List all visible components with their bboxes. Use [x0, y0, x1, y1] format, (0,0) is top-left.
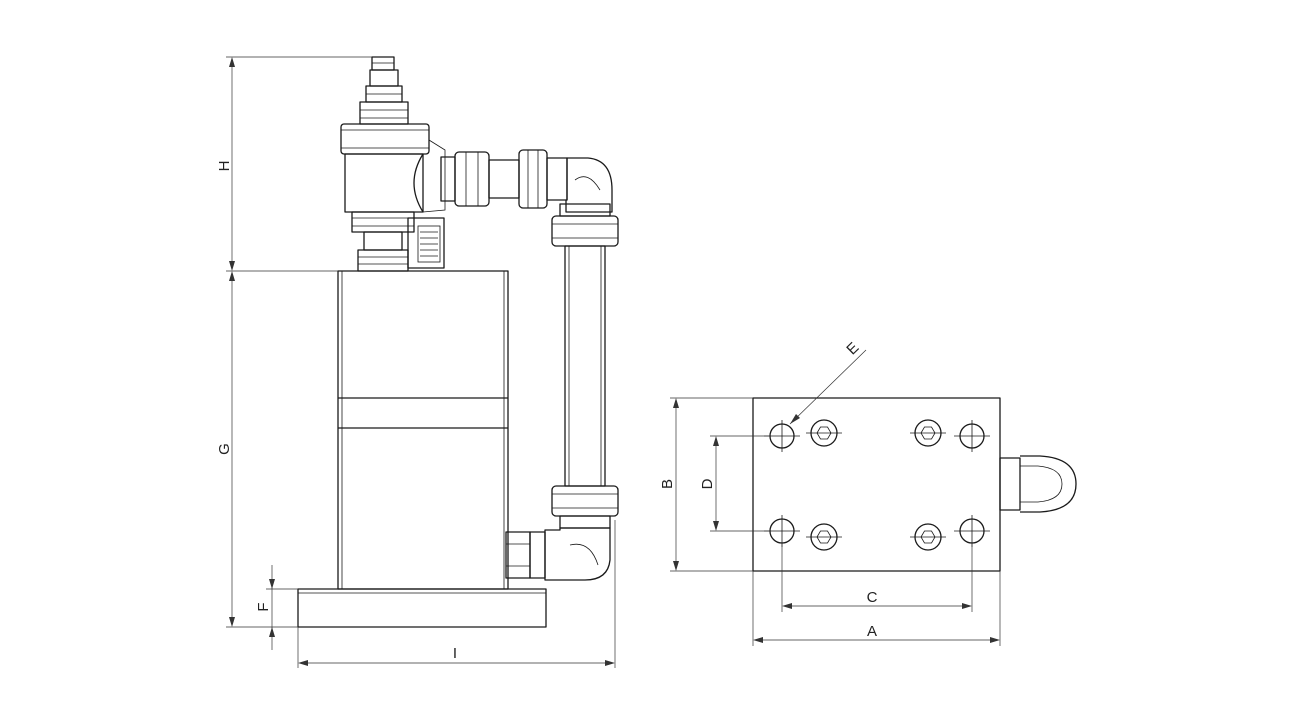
label-d: D [699, 478, 716, 489]
base-plate [297, 588, 547, 628]
dimension-i: I [297, 520, 616, 668]
upper-elbow [565, 157, 613, 213]
vertical-piping [551, 203, 619, 529]
label-h: H [216, 161, 233, 172]
dimension-e: E [789, 339, 867, 425]
label-g: G [216, 443, 233, 455]
dimension-a: A [752, 571, 1001, 646]
top-fitting [351, 211, 415, 272]
spring-bracket [407, 217, 445, 269]
top-view: E B D C [659, 339, 1077, 646]
dimension-g: G [216, 271, 298, 628]
valve-body [340, 56, 446, 213]
cylinder-body [337, 270, 509, 590]
horizontal-piping [440, 149, 568, 209]
lower-elbow [505, 527, 611, 581]
lifting-ring [999, 455, 1077, 513]
label-b: B [659, 479, 676, 489]
side-view: H G F I [216, 56, 619, 668]
dimension-b: B [659, 397, 753, 572]
dimension-h: H [216, 56, 372, 272]
label-e: E [843, 339, 862, 358]
mounting-holes [764, 420, 990, 547]
dimension-c: C [781, 543, 973, 612]
label-a: A [867, 623, 877, 640]
dimension-d: D [699, 435, 770, 532]
dimension-f: F [255, 565, 298, 650]
label-i: I [453, 645, 457, 662]
label-f: F [255, 602, 272, 611]
label-c: C [867, 589, 878, 606]
socket-screws [806, 419, 946, 551]
